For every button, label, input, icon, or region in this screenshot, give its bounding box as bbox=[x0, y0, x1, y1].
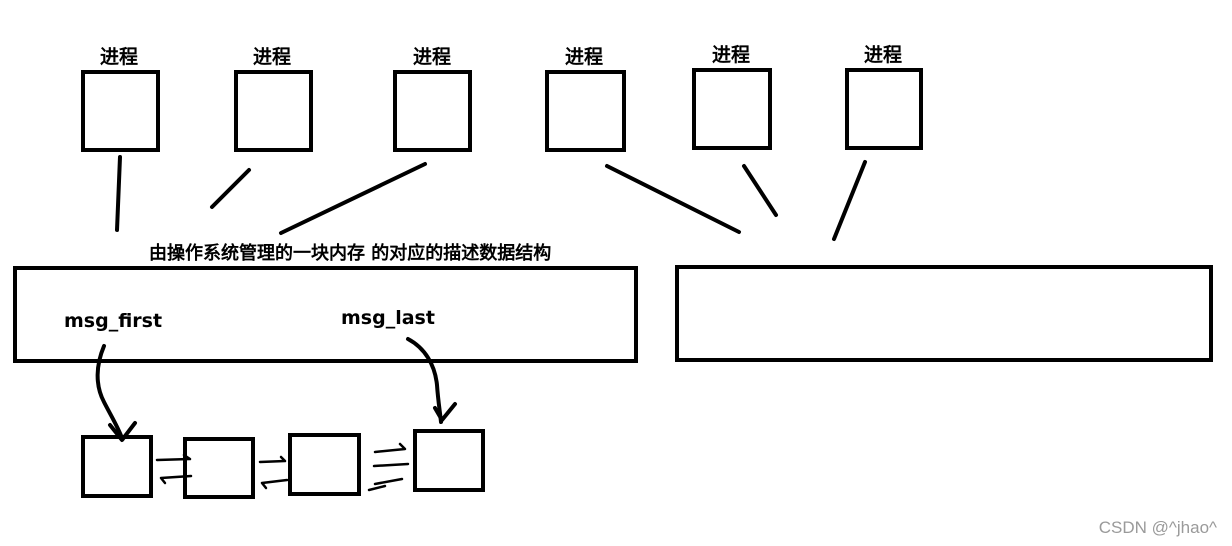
kernel-struct-box-left bbox=[13, 266, 638, 363]
msg-first-arrow bbox=[95, 344, 124, 440]
queue-node-4 bbox=[413, 429, 485, 492]
queue-node-3 bbox=[288, 433, 361, 496]
process-box-1 bbox=[81, 70, 160, 152]
queue-link-1-2-forward bbox=[155, 453, 192, 462]
msg-last-arrowhead bbox=[433, 402, 457, 422]
process-link-3 bbox=[279, 162, 427, 235]
queue-link-2-3-forward bbox=[258, 455, 287, 464]
queue-link-4-3-back bbox=[373, 477, 404, 486]
process-label-6: 进程 bbox=[864, 44, 902, 66]
process-label-1: 进程 bbox=[100, 46, 138, 68]
queue-link-4-3-back-tail bbox=[367, 484, 387, 492]
queue-link-3-4-forward-a bbox=[373, 442, 407, 454]
process-label-4: 进程 bbox=[565, 46, 603, 68]
process-link-6 bbox=[832, 160, 867, 241]
process-label-2: 进程 bbox=[253, 46, 291, 68]
kernel-struct-title: 由操作系统管理的一块内存 的对应的描述数据结构 bbox=[149, 242, 551, 264]
msg-last-label: msg_last bbox=[341, 307, 435, 329]
process-box-6 bbox=[845, 68, 923, 150]
kernel-struct-box-right bbox=[675, 265, 1213, 362]
process-box-4 bbox=[545, 70, 626, 152]
queue-link-3-4-forward-b bbox=[372, 462, 410, 468]
process-box-5 bbox=[692, 68, 772, 150]
process-link-2 bbox=[210, 168, 251, 209]
process-box-2 bbox=[234, 70, 313, 152]
process-link-1 bbox=[115, 155, 122, 232]
queue-node-2 bbox=[183, 437, 255, 499]
queue-node-1 bbox=[81, 435, 153, 498]
queue-link-3-2-back bbox=[260, 478, 289, 490]
process-label-3: 进程 bbox=[413, 46, 451, 68]
process-box-3 bbox=[393, 70, 472, 152]
process-link-4 bbox=[605, 164, 741, 234]
process-label-5: 进程 bbox=[712, 44, 750, 66]
watermark: CSDN @^jhao^ bbox=[1099, 518, 1217, 537]
process-link-5 bbox=[742, 164, 778, 217]
msg-first-label: msg_first bbox=[64, 310, 162, 332]
queue-link-2-1-back bbox=[159, 474, 193, 485]
msg-first-arrowhead bbox=[108, 421, 137, 442]
